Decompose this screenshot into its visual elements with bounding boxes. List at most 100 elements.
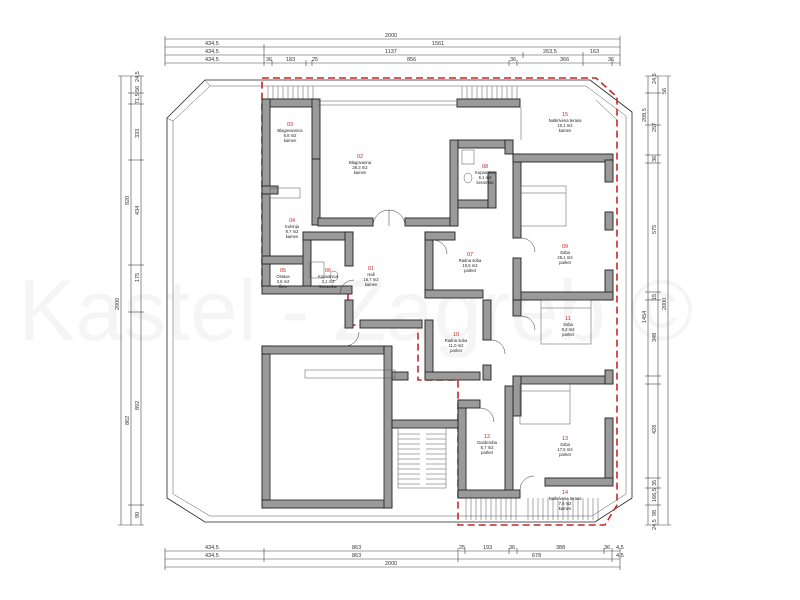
dim-left-6: 175	[135, 273, 141, 282]
dimension-top: 2000 434,5 1561 434,5 1137 263,5 163 434…	[164, 33, 621, 66]
dim-bot-r1-3: 193	[483, 545, 492, 551]
dim-right-9: 428	[652, 425, 658, 434]
dim-bot-total: 2000	[385, 561, 397, 567]
dim-top-r2-2: 263,5	[543, 49, 557, 55]
terrace-deck-hatch	[267, 86, 599, 520]
dim-left-1: 71,5	[135, 93, 141, 104]
dim-left-9: 90	[135, 512, 141, 518]
room-area: 7,6 m2	[559, 501, 572, 506]
dim-right-2: 208,5	[642, 108, 648, 122]
room-number: 06	[325, 268, 331, 274]
dim-bot-r1-2: 25	[459, 545, 465, 551]
room-number: 10	[453, 332, 459, 338]
dim-bot-r1-4: 36	[509, 545, 515, 551]
room-floor: kamen	[354, 170, 367, 175]
fixtures	[269, 99, 618, 501]
room-floor: parket	[450, 348, 462, 353]
room-area: 26,3 m2	[352, 165, 368, 170]
room-area: 10,5 m2	[462, 263, 478, 268]
dim-top-r1-0: 434,5	[205, 41, 219, 47]
terrace-outline	[166, 79, 633, 523]
dim-right-6: 15	[652, 294, 658, 300]
dim-left-7: 862	[125, 416, 131, 425]
dim-top-r3-7: 36	[608, 57, 614, 63]
dim-bot-r1-0: 434,5	[205, 545, 219, 551]
room-floor: parket	[481, 450, 493, 455]
room-area: 6,7 m2	[481, 445, 494, 450]
room-area: 11,0 m2	[449, 343, 464, 348]
dimension-right: 24,5 56 208,5 257 36 575 15 348 1454 428…	[642, 73, 671, 530]
room-area: 3,1 m2	[322, 279, 335, 284]
room-number: 13	[562, 436, 568, 442]
dim-top-r2-3: 163	[590, 49, 599, 55]
dim-bot-r2-0: 434,5	[205, 553, 219, 559]
room-number: 08	[482, 164, 488, 170]
dim-top-r2-1: 1137	[385, 49, 397, 55]
dim-right-4: 36	[652, 156, 658, 162]
doors	[339, 209, 536, 491]
dim-top-r3-5: 36	[510, 57, 516, 63]
room-floor: parket	[559, 452, 571, 457]
room-name: Blagovaona	[349, 160, 372, 165]
room-number: 14	[562, 490, 568, 496]
room-name: Radna soba	[445, 338, 468, 343]
room-floor: kamen	[559, 506, 572, 511]
room-floor: parket	[562, 332, 574, 337]
room-number: 02	[357, 154, 363, 160]
walls	[261, 98, 614, 509]
dim-top-r2-0: 434,5	[205, 49, 219, 55]
dim-top-r3-1: 36	[266, 57, 272, 63]
dim-bot-r2-1: 863	[352, 553, 361, 559]
dim-top-r3-6: 366	[560, 57, 569, 63]
room-area: 6,8 m2	[284, 133, 297, 138]
dim-bot-r1-7: 4,5	[616, 545, 624, 551]
dim-bot-r2-3: 4,5	[616, 553, 624, 559]
room-area: 17,5 m2	[557, 447, 573, 452]
dim-bot-r1-6: 36	[604, 545, 610, 551]
room-name: Kupaonica	[475, 170, 495, 175]
room-area: 25,1 m2	[557, 255, 573, 260]
room-name: Kupaonica	[318, 274, 338, 279]
room-floor: parket	[559, 260, 571, 265]
dim-right-5: 575	[652, 225, 658, 234]
dim-left-0: 56	[135, 86, 141, 92]
dim-right-10: 35	[652, 480, 658, 486]
dim-left-4: 920	[125, 196, 131, 205]
dim-right-0: 24,5	[652, 73, 658, 84]
room-area: 9,2 m2	[562, 327, 575, 332]
room-floor: kamen	[559, 128, 572, 133]
dim-right-1: 56	[662, 88, 668, 94]
watermark: Kastel - Zagreb ©	[18, 263, 693, 359]
dim-top-total: 2000	[385, 33, 397, 39]
room-floor: kamen	[286, 234, 299, 239]
dim-right-13: 24,5	[652, 519, 658, 530]
dim-left-5: 434	[135, 206, 141, 215]
room-name: Garderoba	[477, 440, 498, 445]
room-number: 04	[289, 218, 295, 224]
room-number: 03	[287, 122, 293, 128]
room-floor: keramika	[477, 180, 495, 185]
dim-right-7: 348	[652, 333, 658, 342]
room-floor: parket	[464, 268, 476, 273]
room-area: 6,1 m2	[479, 175, 492, 180]
dim-right-total: 2000	[662, 298, 668, 310]
room-name: Soba	[560, 250, 570, 255]
room-area: 16,7 m2	[363, 277, 379, 282]
dim-left-3: 333	[135, 129, 141, 138]
dim-left-8: 892	[135, 401, 141, 410]
room-name: Hall	[367, 272, 374, 277]
room-number: 09	[562, 244, 568, 250]
room-number: 05	[280, 268, 286, 274]
room-floor: keramika	[320, 284, 338, 289]
